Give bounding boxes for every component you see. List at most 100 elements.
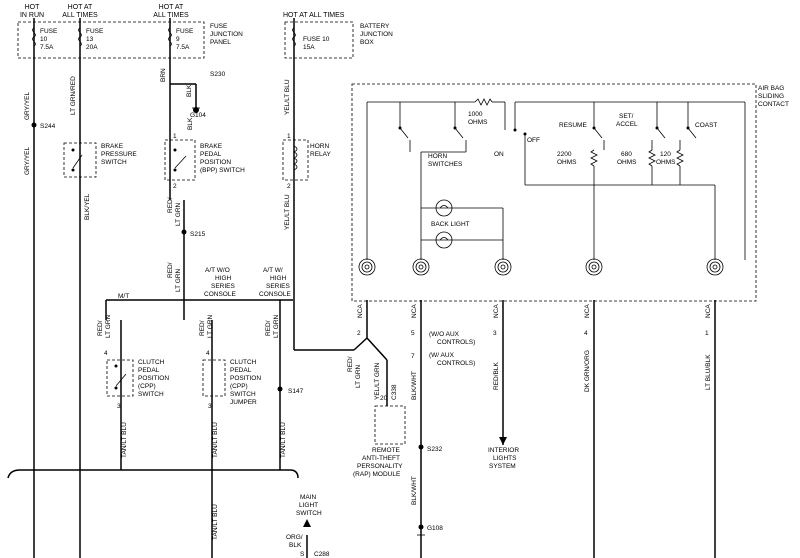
svg-text:OHMS: OHMS bbox=[617, 159, 637, 166]
svg-text:AIR BAG: AIR BAG bbox=[758, 85, 784, 92]
interior-lights-label: INTERIOR LIGHTS SYSTEM bbox=[488, 447, 519, 470]
svg-text:BLK: BLK bbox=[289, 542, 302, 549]
main-light-switch-label: MAIN LIGHT SWITCH bbox=[296, 494, 322, 517]
s215-label: S215 bbox=[190, 231, 206, 238]
svg-text:A/T W/: A/T W/ bbox=[263, 267, 283, 274]
svg-text:680: 680 bbox=[621, 151, 632, 158]
svg-text:ALL TIMES: ALL TIMES bbox=[62, 12, 98, 19]
back-light-label: BACK LIGHT bbox=[431, 221, 470, 228]
main-light-switch-arrow-icon bbox=[303, 519, 311, 527]
svg-text:7.5A: 7.5A bbox=[40, 44, 54, 51]
svg-text:4: 4 bbox=[206, 350, 210, 357]
wire-blk-yel: BLK/YEL bbox=[84, 193, 91, 220]
svg-text:CONSOLE: CONSOLE bbox=[204, 291, 236, 298]
svg-text:SWITCH: SWITCH bbox=[101, 159, 127, 166]
svg-text:INTERIOR: INTERIOR bbox=[488, 447, 519, 454]
s230-label: S230 bbox=[210, 71, 226, 78]
svg-text:2: 2 bbox=[287, 183, 291, 190]
svg-text:OHMS: OHMS bbox=[557, 159, 577, 166]
svg-text:ON: ON bbox=[494, 151, 504, 158]
wire-blk-wht-bottom: BLK/WHT bbox=[411, 476, 418, 505]
svg-text:FUSE: FUSE bbox=[176, 28, 194, 35]
svg-text:SWITCH: SWITCH bbox=[138, 391, 164, 398]
battery-junction-box-label: BATTERY JUNCTION BOX bbox=[360, 23, 393, 46]
wire-lt-grn-console: LT GRN bbox=[273, 314, 280, 338]
fuse-10: FUSE 10 7.5A bbox=[32, 27, 58, 51]
svg-text:ANTI-THEFT: ANTI-THEFT bbox=[362, 455, 400, 462]
svg-text:CLUTCH: CLUTCH bbox=[138, 359, 165, 366]
svg-text:COAST: COAST bbox=[695, 122, 717, 129]
wire-red-top: RED/ bbox=[167, 197, 174, 213]
wire-red-blk: RED/BLK bbox=[493, 362, 500, 390]
c288-label: C288 bbox=[314, 551, 330, 558]
svg-text:2: 2 bbox=[173, 183, 177, 190]
svg-text:(CPP): (CPP) bbox=[138, 383, 156, 390]
svg-text:OHMS: OHMS bbox=[468, 119, 488, 126]
wire-yel: RED/ bbox=[347, 356, 354, 372]
clockspring-coil-2-icon bbox=[412, 258, 430, 276]
svg-text:HORN: HORN bbox=[310, 143, 329, 150]
wire-tan-lt-blu-3: TAN/LT BLU bbox=[280, 422, 287, 458]
hot-in-run-label: HOT IN RUN bbox=[20, 4, 44, 19]
splice-dots bbox=[31, 107, 424, 530]
wire-dk-grn-org: DK GRN/ORG bbox=[584, 350, 591, 392]
svg-text:CLUTCH: CLUTCH bbox=[230, 359, 257, 366]
svg-text:7.5A: 7.5A bbox=[176, 44, 190, 51]
svg-text:PEDAL: PEDAL bbox=[230, 367, 252, 374]
svg-text:1: 1 bbox=[287, 133, 291, 140]
fuse-junction-panel-box bbox=[17, 21, 205, 59]
wire-red-cpp2: RED/ bbox=[199, 320, 206, 336]
pin-1: 1 bbox=[705, 330, 709, 337]
svg-text:PRESSURE: PRESSURE bbox=[101, 151, 137, 158]
svg-text:CONTACT: CONTACT bbox=[758, 101, 789, 108]
fuse-13: FUSE 13 20A bbox=[78, 27, 104, 51]
svg-text:POSITION: POSITION bbox=[138, 375, 169, 382]
wire-nca-2: NCA bbox=[411, 304, 418, 318]
svg-text:FUSE: FUSE bbox=[86, 28, 104, 35]
svg-text:HIGH: HIGH bbox=[270, 275, 287, 282]
pin-4: 4 bbox=[584, 330, 588, 337]
svg-text:SERIES: SERIES bbox=[211, 283, 236, 290]
interior-lights-arrow-icon bbox=[499, 437, 507, 445]
back-light-bulb-top bbox=[435, 199, 453, 217]
hot-all-times-label-1: HOT AT ALL TIMES bbox=[62, 4, 98, 19]
wire-yel-lt-blu-bottom: YEL/LT BLU bbox=[284, 194, 291, 230]
svg-text:BATTERY: BATTERY bbox=[360, 23, 390, 30]
wire-blk-wht-top: BLK/WHT bbox=[411, 371, 418, 400]
wire-blk: BLK bbox=[187, 117, 194, 130]
svg-text:BOX: BOX bbox=[360, 39, 374, 46]
clockspring-coil-1-icon bbox=[358, 258, 376, 276]
svg-text:120: 120 bbox=[660, 151, 671, 158]
wire-lt-grn-yel: LT GRN bbox=[355, 364, 362, 388]
svg-text:A/T W/O: A/T W/O bbox=[205, 267, 230, 274]
svg-text:1000: 1000 bbox=[468, 111, 483, 118]
svg-text:FUSE: FUSE bbox=[210, 23, 228, 30]
svg-text:13: 13 bbox=[86, 36, 94, 43]
svg-text:REMOTE: REMOTE bbox=[372, 447, 400, 454]
wire-nca-1: NCA bbox=[357, 304, 364, 318]
svg-text:SYSTEM: SYSTEM bbox=[489, 463, 516, 470]
svg-text:JUNCTION: JUNCTION bbox=[210, 31, 243, 38]
svg-text:1: 1 bbox=[173, 133, 177, 140]
svg-text:BRAKE: BRAKE bbox=[200, 143, 223, 150]
wire-red-mid: RED/ bbox=[167, 262, 174, 278]
svg-text:(RAP) MODULE: (RAP) MODULE bbox=[353, 471, 401, 478]
svg-text:HIGH: HIGH bbox=[215, 275, 232, 282]
svg-text:IN RUN: IN RUN bbox=[20, 12, 44, 19]
pin-7: 7 bbox=[411, 353, 415, 360]
svg-text:SWITCH: SWITCH bbox=[296, 510, 322, 517]
svg-text:HOT AT: HOT AT bbox=[159, 4, 184, 11]
wire-yel-lt-grn: YEL/LT GRN bbox=[374, 362, 381, 400]
wire-nca-5: NCA bbox=[705, 304, 712, 318]
wire-org-blk: ORG/ BLK bbox=[286, 534, 303, 549]
brake-pressure-switch: BRAKE PRESSURE SWITCH bbox=[63, 142, 137, 178]
svg-text:OHMS: OHMS bbox=[656, 159, 676, 166]
svg-text:ORG/: ORG/ bbox=[286, 534, 303, 541]
rap-wiring bbox=[353, 330, 388, 406]
air-bag-sliding-contact: AIR BAG SLIDING CONTACT bbox=[351, 83, 789, 302]
svg-text:CONSOLE: CONSOLE bbox=[259, 291, 291, 298]
fuse-junction-panel-label: FUSE JUNCTION PANEL bbox=[210, 23, 243, 46]
svg-text:FUSE 10: FUSE 10 bbox=[303, 36, 330, 43]
svg-text:PEDAL: PEDAL bbox=[200, 151, 222, 158]
